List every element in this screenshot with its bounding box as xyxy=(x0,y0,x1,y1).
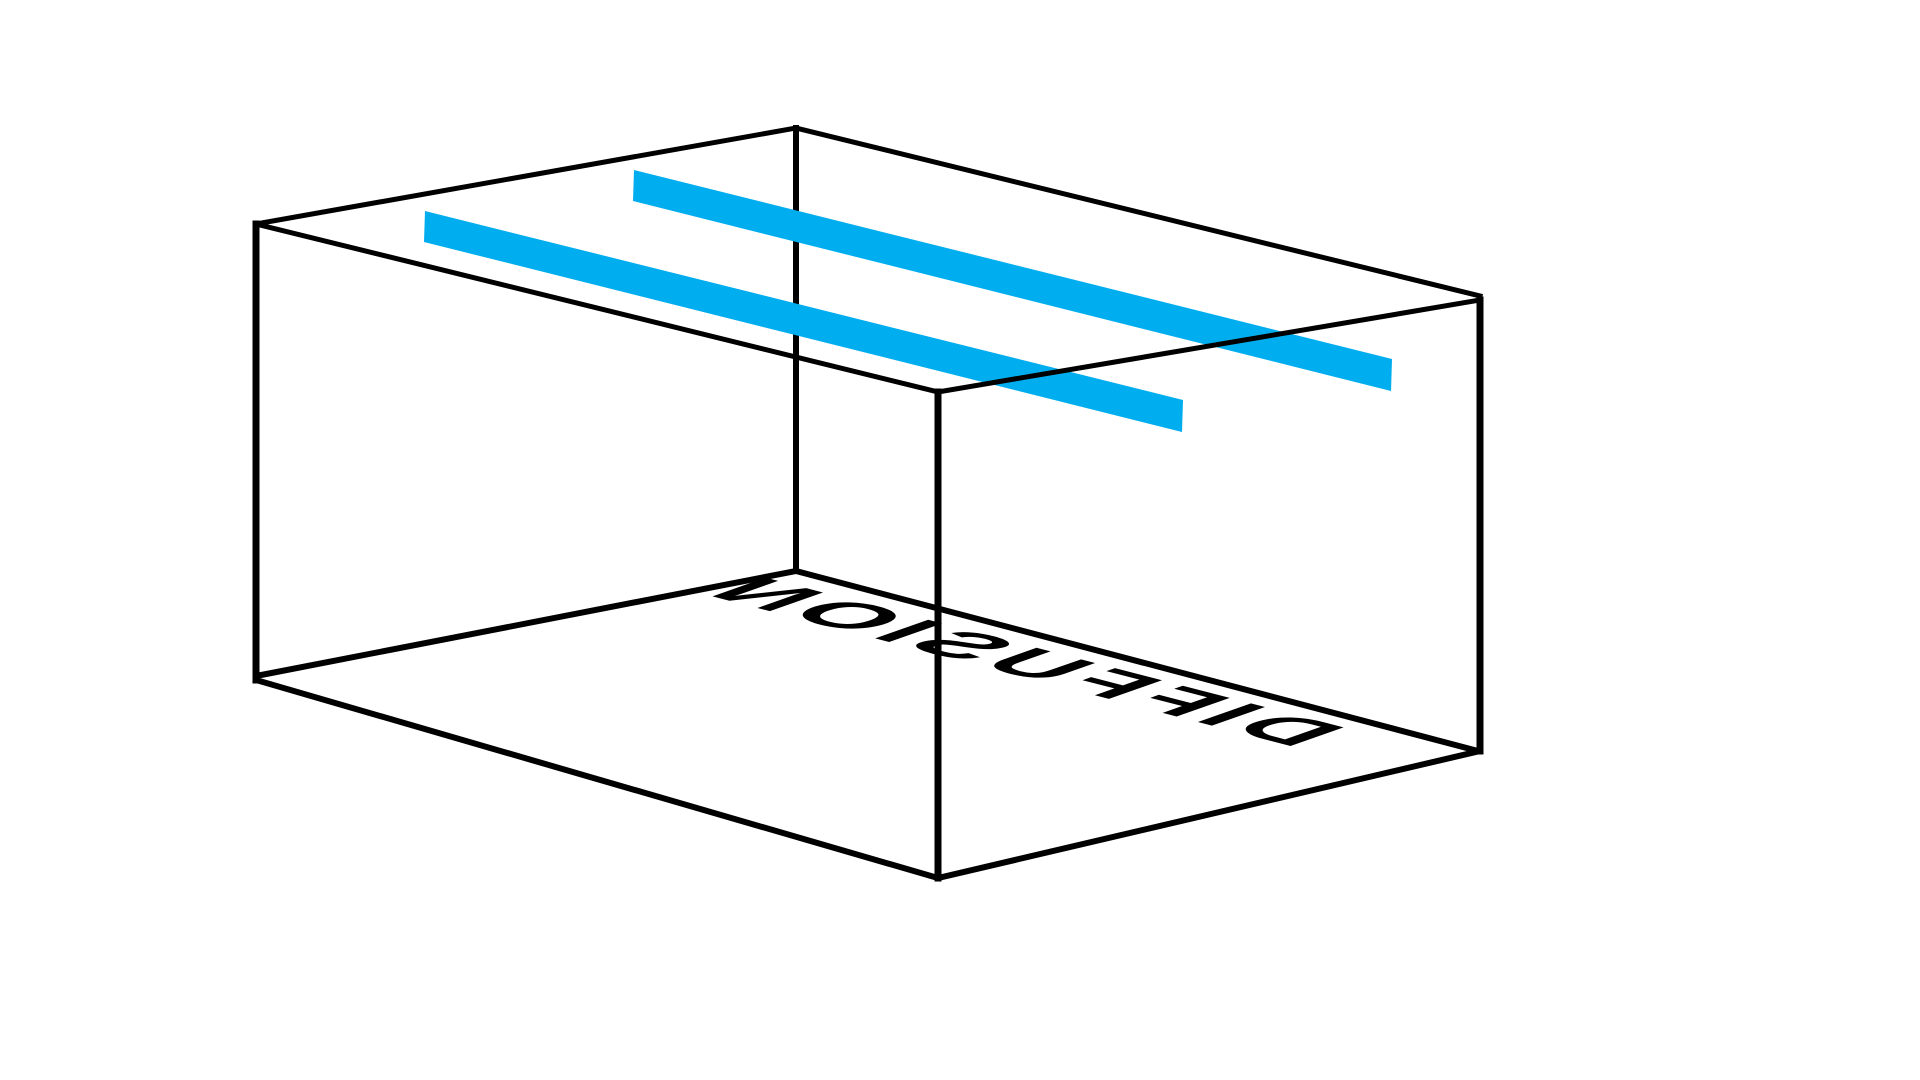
bars-group xyxy=(424,170,1392,432)
top-front-right-edge xyxy=(935,297,1483,395)
blue-bar-back xyxy=(633,170,1392,391)
floor-back-left-edge xyxy=(252,567,800,680)
top-front-left-edge xyxy=(252,220,942,396)
floor-text-group: DIFFUSION xyxy=(672,571,1378,751)
floor-label: DIFFUSION xyxy=(672,571,1378,751)
floor-front-left-edge xyxy=(252,676,942,882)
box-front-edges xyxy=(252,124,1484,882)
floor-back-right-edge xyxy=(792,567,1482,755)
top-back-left-edge xyxy=(253,125,799,227)
floor-front-right-edge xyxy=(934,747,1484,882)
top-back-right-edge xyxy=(792,124,1484,300)
blue-bar-front xyxy=(424,211,1183,432)
box-back-edges xyxy=(252,125,1482,755)
